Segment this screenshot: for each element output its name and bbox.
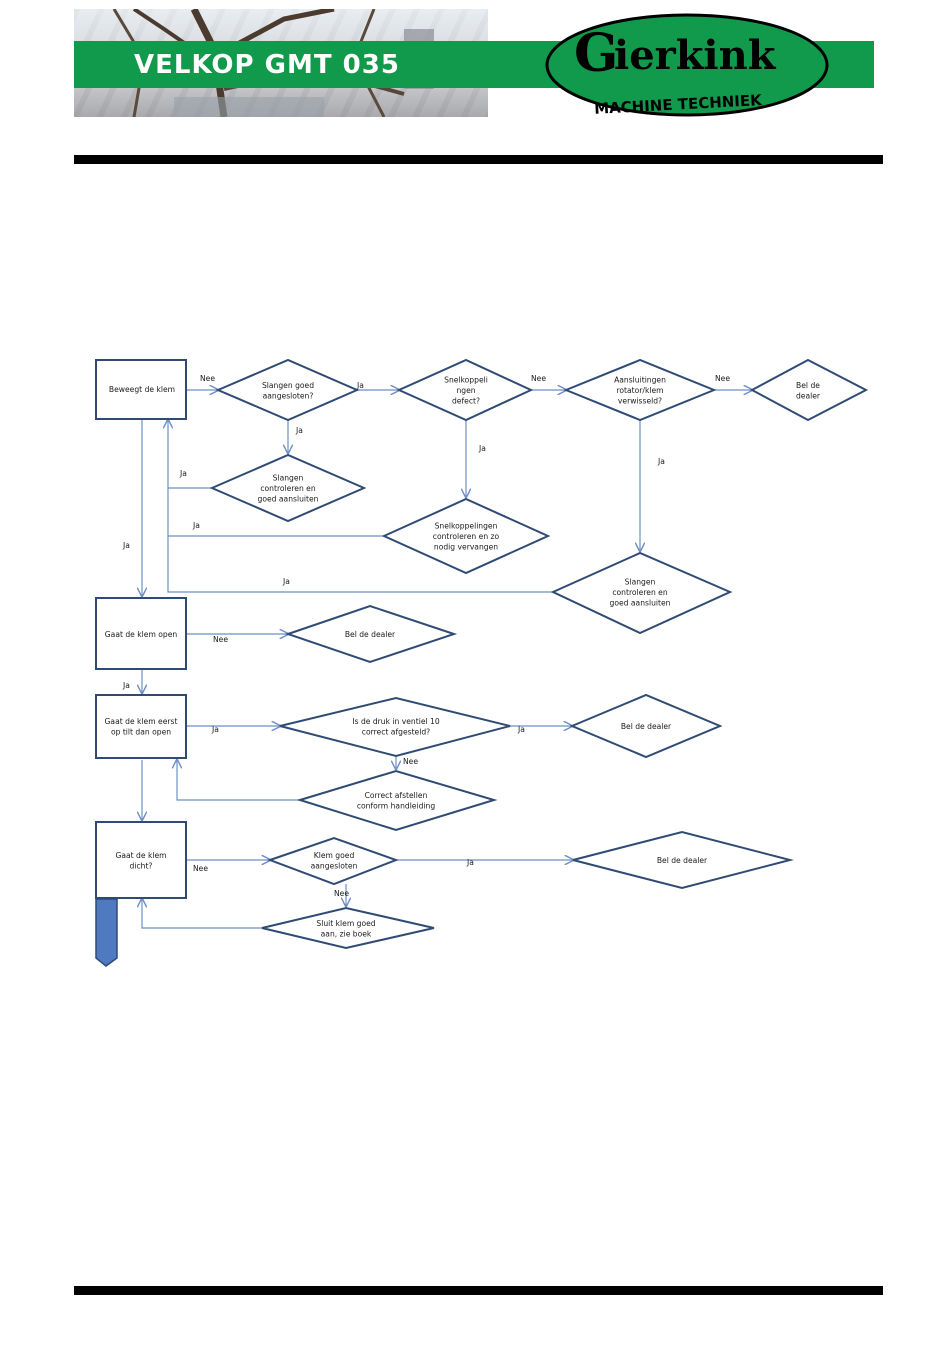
node-gaat-de-klem-open [95, 597, 187, 670]
bottom-rule [74, 1286, 883, 1295]
node-klem-goed-aangesloten [267, 836, 399, 886]
svg-text:G: G [574, 23, 618, 84]
svg-text:ierkink: ierkink [614, 32, 777, 79]
node-bel-de-dealer-2 [284, 604, 458, 664]
edge-label-e5: Ja [295, 426, 303, 435]
node-slangen-controleren-2 [550, 551, 733, 635]
edge-label-e15: Ja [517, 725, 525, 734]
node-correct-afstellen [296, 769, 498, 832]
node-label-n-bel3: Bel de dealer [621, 722, 672, 731]
page-header: VELKOP GMT 035 G ierkink MACHINE TECHNIE… [74, 6, 874, 119]
node-label-n-bel2: Bel de dealer [345, 630, 396, 639]
edge-label-e11: Ja [282, 577, 290, 586]
edge-label-e17: Nee [193, 864, 208, 873]
node-bel-de-dealer-4 [572, 830, 794, 890]
node-label-n-open-q: Gaat de klem open [105, 630, 178, 639]
edge-label-e8: Ja [192, 521, 200, 530]
node-druk-ventiel-10 [279, 696, 511, 758]
node-gaat-de-klem-eerst-op-tilt [95, 694, 187, 759]
edge-fix1-back [168, 420, 212, 489]
node-bel-de-dealer-1 [749, 358, 869, 422]
node-aansluitingen-verwisseld [563, 358, 717, 422]
node-label-n-bel4: Bel de dealer [657, 856, 708, 865]
node-slangen-goed-aangesloten [215, 358, 360, 422]
edge-label-e18: Ja [466, 858, 474, 867]
edge-label-e9: Ja [657, 457, 665, 466]
node-label-n-start: Beweegt de klem [109, 385, 175, 394]
node-slangen-controleren-1 [209, 453, 367, 523]
node-snelkoppelingen-controleren [381, 497, 551, 575]
edge-label-e12: Nee [213, 635, 228, 644]
edge-label-e19: Nee [334, 889, 349, 898]
node-gaat-de-klem-dicht [95, 821, 187, 899]
edge-label-e1: Nee [200, 374, 215, 383]
gierkink-logo: G ierkink MACHINE TECHNIEK [545, 13, 829, 117]
edge-label-e2: Ja [356, 381, 364, 390]
edge-label-e10: Ja [122, 541, 130, 550]
edge-label-e7: Ja [478, 444, 486, 453]
top-rule [74, 155, 883, 164]
flow-end-arrow-shape [95, 898, 118, 967]
node-sluit-klem-goed [261, 906, 435, 950]
node-snelkoppelingen-defect [396, 358, 534, 422]
edge-label-e3: Nee [531, 374, 546, 383]
edge-label-e16: Nee [403, 757, 418, 766]
node-bel-de-dealer-3 [569, 693, 723, 759]
edge-label-e6: Ja [179, 469, 187, 478]
node-beweegt-de-klem [95, 359, 187, 420]
edge-label-e13: Ja [122, 681, 130, 690]
flowchart-edges [142, 390, 752, 929]
document-title: VELKOP GMT 035 [134, 50, 400, 80]
edge-sluit-back [142, 899, 262, 929]
edge-afstellen-back [177, 760, 300, 801]
edge-label-e14: Ja [211, 725, 219, 734]
edge-label-e4: Nee [715, 374, 730, 383]
edge-fix3-back [167, 536, 553, 593]
